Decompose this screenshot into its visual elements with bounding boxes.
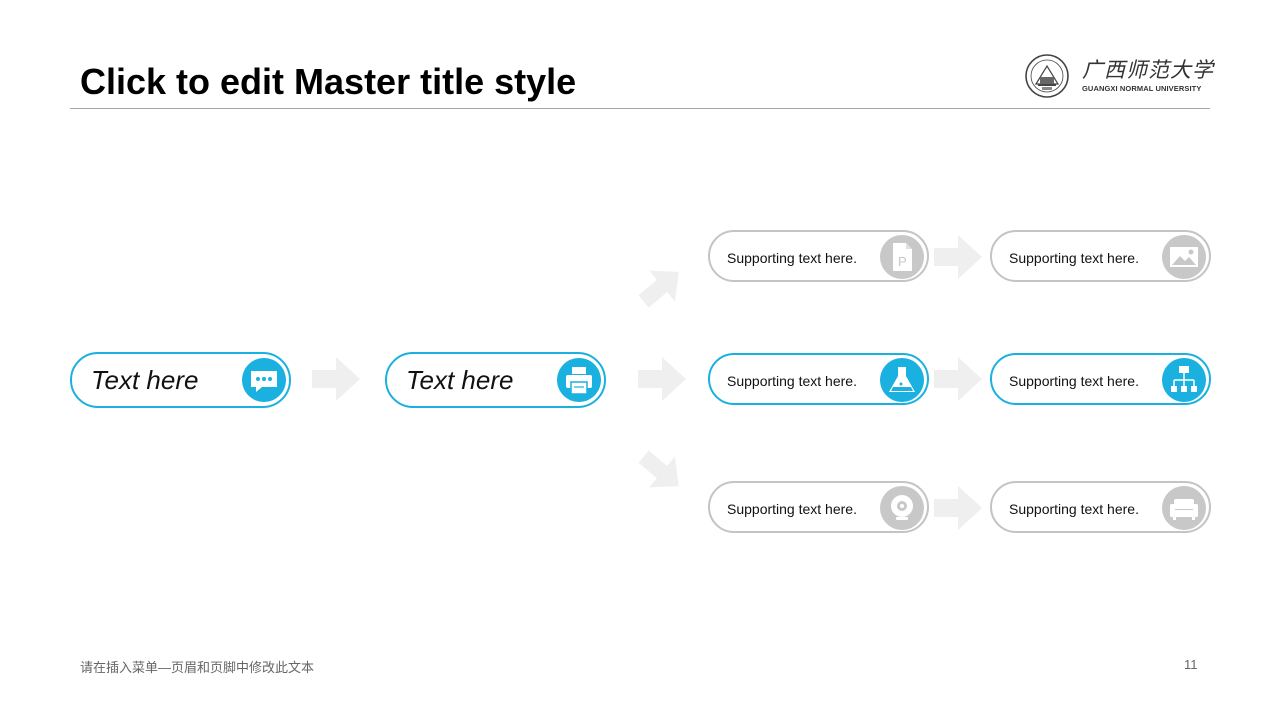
svg-text:P: P: [898, 254, 907, 269]
arrow-right-icon: [312, 357, 360, 401]
arrow-right-icon: [934, 235, 982, 279]
support-item-top-1[interactable]: Supporting text here. P: [708, 230, 929, 282]
support-item-top-2[interactable]: Supporting text here.: [990, 230, 1211, 282]
support-item-bottom-1[interactable]: Supporting text here.: [708, 481, 929, 533]
org-chart-icon: [1162, 358, 1206, 402]
page-number: 11: [1184, 657, 1198, 672]
university-name-cn: 广西师范大学: [1082, 58, 1214, 82]
main-stage-label: Text here: [406, 365, 514, 395]
support-item-bottom-2[interactable]: Supporting text here.: [990, 481, 1211, 533]
arrow-right-icon: [638, 357, 686, 401]
slide-title[interactable]: Click to edit Master title style: [80, 61, 577, 102]
support-item-label: Supporting text here.: [1009, 250, 1139, 266]
title-divider: [70, 108, 1210, 109]
arrow-right-icon: [934, 486, 982, 530]
main-stage-label: Text here: [91, 365, 199, 395]
chat-bubble-icon: [242, 358, 286, 402]
arrow-right-icon: [934, 357, 982, 401]
support-item-label: Supporting text here.: [727, 501, 857, 517]
printer-icon: [557, 358, 601, 402]
university-seal-icon: [1025, 54, 1069, 98]
arrow-up-right-icon: [638, 270, 679, 308]
support-item-label: Supporting text here.: [727, 250, 857, 266]
university-name-en: GUANGXI NORMAL UNIVERSITY: [1082, 84, 1202, 93]
support-item-label: Supporting text here.: [727, 373, 857, 389]
support-item-label: Supporting text here.: [1009, 373, 1139, 389]
main-stage-2[interactable]: Text here: [385, 352, 606, 408]
support-item-label: Supporting text here.: [1009, 501, 1139, 517]
image-icon: [1162, 235, 1206, 279]
flask-icon: [880, 358, 924, 402]
footer-text[interactable]: 请在插入菜单—页眉和页脚中修改此文本: [80, 660, 315, 675]
webcam-icon: [880, 486, 924, 530]
support-item-middle-1[interactable]: Supporting text here.: [708, 353, 929, 405]
support-item-middle-2[interactable]: Supporting text here.: [990, 353, 1211, 405]
arrow-down-right-icon: [638, 450, 679, 488]
main-stage-1[interactable]: Text here: [70, 352, 291, 408]
document-p-icon: P: [880, 235, 924, 279]
university-logo: 广西师范大学 GUANGXI NORMAL UNIVERSITY: [1024, 53, 1214, 99]
sofa-icon: [1162, 486, 1206, 530]
